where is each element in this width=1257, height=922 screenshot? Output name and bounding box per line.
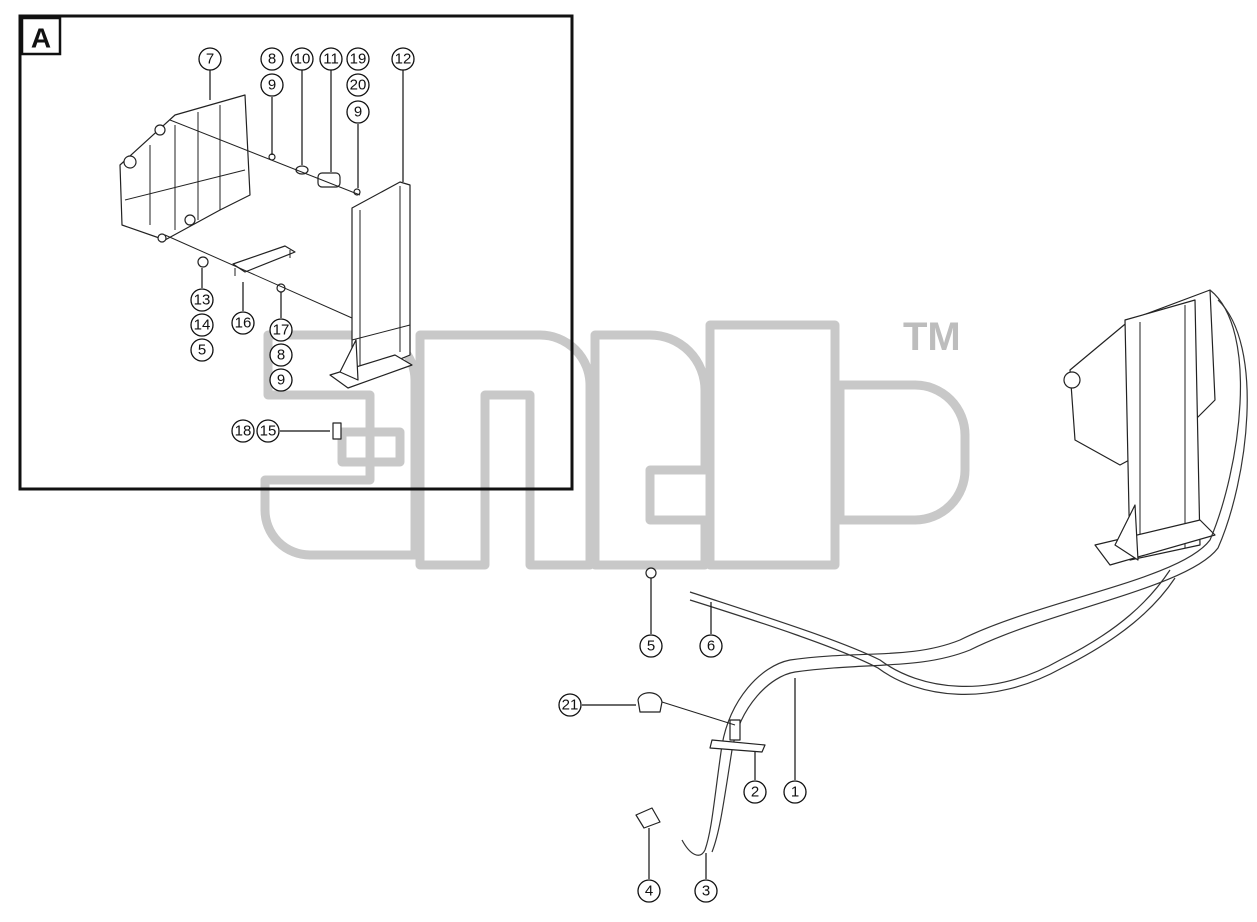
callout-19: 19 [346,47,370,71]
callout-9: 9 [260,73,284,97]
tank-bracket-drawing [329,181,413,389]
callout-1: 1 [783,780,807,804]
svg-text:10: 10 [294,51,311,68]
svg-text:13: 13 [194,292,211,309]
svg-text:19: 19 [350,51,367,68]
callout-10: 10 [290,47,314,71]
svg-text:5: 5 [198,342,206,359]
inset-frame [18,14,574,491]
leader-lines [201,70,796,879]
svg-text:12: 12 [395,51,412,68]
svg-text:18: 18 [235,423,252,440]
svg-text:4: 4 [645,883,653,900]
svg-text:15: 15 [260,423,277,440]
inset-hardware [164,119,361,440]
callout-13: 13 [190,288,214,312]
callout-8: 8 [269,343,293,367]
svg-text:7: 7 [206,51,214,68]
callout-20: 20 [346,73,370,97]
callout-7: 7 [198,47,222,71]
callout-4: 4 [637,879,661,903]
svg-text:21: 21 [562,697,579,714]
callout-11: 11 [319,47,343,71]
callout-5: 5 [639,634,663,658]
svg-text:17: 17 [273,322,290,339]
callout-6: 6 [699,634,723,658]
svg-text:20: 20 [350,77,367,94]
callout-12: 12 [391,47,415,71]
inset-label: A [31,23,51,54]
callout-5: 5 [190,338,214,362]
plate-edge [234,250,291,276]
callout-3: 3 [694,879,718,903]
svg-text:14: 14 [194,317,211,334]
callout-group: 7 8 9 10 11 19 20 9 12 13 14 5 16 17 8 9… [190,47,807,903]
callout-8: 8 [260,47,284,71]
main-tank-assembly [1063,289,1216,566]
svg-text:5: 5 [647,638,655,655]
callout-14: 14 [190,313,214,337]
svg-text:8: 8 [268,51,276,68]
svg-text:9: 9 [277,372,285,389]
callout-15: 15 [256,419,280,443]
watermark-logo: TM [260,315,970,570]
callout-16: 16 [231,311,255,335]
callout-21: 21 [558,693,582,717]
callout-9: 9 [269,368,293,392]
svg-text:3: 3 [702,883,710,900]
svg-text:2: 2 [751,784,759,801]
svg-text:8: 8 [277,347,285,364]
callout-2: 2 [743,780,767,804]
washer-tank-drawing [119,94,251,243]
svg-text:1: 1 [791,784,799,801]
callout-9: 9 [346,100,370,124]
svg-text:6: 6 [707,638,715,655]
plate-drawing [232,245,296,273]
svg-text:11: 11 [323,51,339,68]
svg-text:9: 9 [268,77,276,94]
svg-text:9: 9 [354,104,362,121]
inset-label-box [20,16,62,56]
callout-18: 18 [231,419,255,443]
svg-text:16: 16 [235,315,252,332]
trademark-mark: TM [903,315,961,359]
callout-17: 17 [269,318,293,342]
main-hardware [635,567,766,829]
